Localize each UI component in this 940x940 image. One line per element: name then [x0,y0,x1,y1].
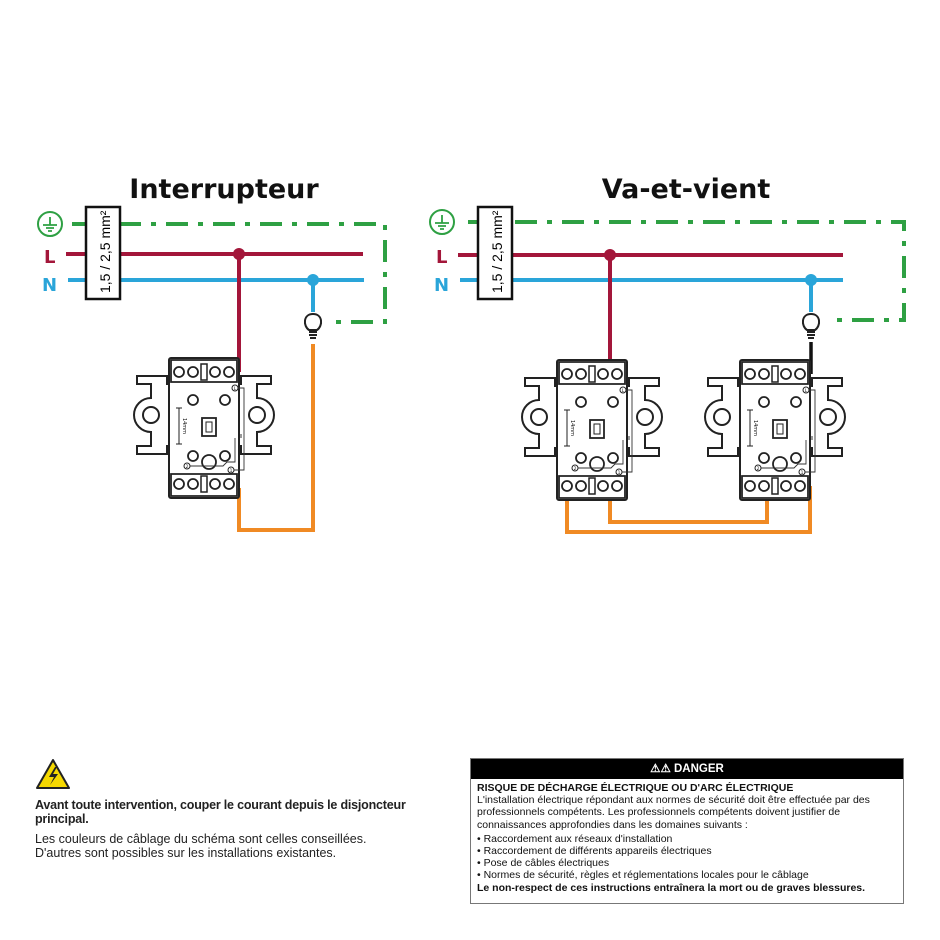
diagram-title: Va-et-vient [602,174,771,205]
earth-wire [468,220,906,322]
live-label: L [44,247,55,268]
danger-box: ⚠⚠ DANGER RISQUE DE DÉCHARGE ÉLECTRIQUE … [470,758,904,904]
danger-list: Raccordement aux réseaux d'installation … [477,833,897,882]
danger-list-item: Raccordement aux réseaux d'installation [477,833,897,845]
neutral-junction [805,274,817,286]
cable-section-box [476,205,514,301]
live-junction [233,248,245,260]
safety-warning: Avant toute intervention, couper le cour… [35,758,455,860]
neutral-label: N [434,275,449,296]
neutral-junction [307,274,319,286]
danger-list-item: Raccordement de différents appareils éle… [477,845,897,857]
earth-ground-icon [429,209,455,235]
high-voltage-warning-icon [36,759,70,789]
danger-list-item: Normes de sécurité, règles et réglementa… [477,869,897,881]
warning-line-2: D'autres sont possibles sur les installa… [35,846,337,860]
earth-ground-icon [37,211,63,237]
switch-device-2 [704,359,846,501]
neutral-label: N [42,275,57,296]
cable-section-label: 1,5 / 2,5 mm² [489,210,505,293]
warning-line-1: Les couleurs de câblage du schéma sont c… [35,832,367,846]
diagram-va-et-vient: Va-et-vient L N 1,5 / 2,5 mm² [429,174,906,534]
danger-title: RISQUE DE DÉCHARGE ÉLECTRIQUE OU D'ARC É… [477,782,794,794]
diagram-title: Interrupteur [129,174,319,205]
traveller-wire-2 [608,486,769,524]
danger-header: ⚠⚠ DANGER [471,759,903,779]
live-junction [604,249,616,261]
danger-list-item: Pose de câbles électriques [477,857,897,869]
traveller-wire-1 [565,486,812,534]
danger-footer: Le non-respect de ces instructions entra… [477,881,866,894]
danger-intro: L'installation électrique répondant aux … [477,794,870,831]
switch-device [133,357,275,499]
cable-section-box [84,205,122,301]
switch-return-wire [237,344,315,532]
diagram-interrupteur: Interrupteur L N 1,5 / 2,5 mm² [37,174,387,532]
switch-device-1 [521,359,663,501]
live-label: L [436,247,447,268]
cable-section-label: 1,5 / 2,5 mm² [97,210,113,293]
warning-bold-text: Avant toute intervention, couper le cour… [35,798,406,826]
earth-wire [72,222,387,324]
